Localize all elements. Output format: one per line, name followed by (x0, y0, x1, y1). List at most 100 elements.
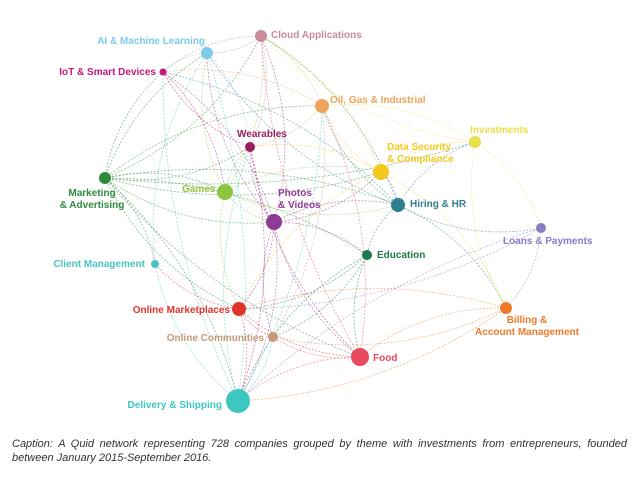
label-iot: IoT & Smart Devices (59, 67, 156, 78)
edge-photos-ai (206, 52, 275, 223)
label-photos: Photos& Videos (278, 188, 321, 211)
edge-iot-games (162, 71, 226, 193)
network-svg: AI & Machine Learning Cloud ApplicationsI… (53, 30, 593, 413)
node-hiring (391, 198, 405, 212)
node-oil (315, 99, 329, 113)
edge-games-photos (224, 191, 275, 223)
edge-food-delivery (237, 356, 361, 402)
edge-marketing-food (104, 177, 361, 358)
node-delivery (226, 389, 250, 413)
label-education: Education (377, 250, 425, 261)
label-loans: Loans & Payments (503, 236, 593, 247)
edge-marketing-investments (104, 141, 476, 185)
edge-photos-wearables (249, 146, 275, 223)
edge-delivery-iot (162, 71, 239, 402)
node-marketing (99, 172, 111, 184)
edge-oil-wearables (249, 105, 323, 148)
label-cloud: Cloud Applications (271, 30, 362, 41)
edge-marketing-wearables (104, 146, 251, 181)
node-billing (500, 302, 512, 314)
edge-marketing-oil (104, 105, 323, 179)
edge-datasec-wearables (249, 144, 382, 173)
edge-billing-communities (272, 307, 507, 346)
edge-hiring-iot (162, 71, 399, 206)
node-communities (268, 332, 278, 342)
edge-cloud-iot (162, 35, 262, 73)
edge-delivery-wearables (223, 146, 251, 402)
edge-investments-oil (321, 103, 476, 143)
label-oil: Oil, Gas & Industrial (330, 95, 426, 106)
edge-hiring-investments (397, 141, 476, 206)
edge-marketing-games (104, 172, 226, 193)
label-ai: AI & Machine Learning (97, 36, 205, 47)
node-games (217, 184, 233, 200)
edge-datasec-billing (380, 171, 507, 309)
edge-marketing-education (104, 177, 368, 256)
label-marketplaces: Online Marketplaces (133, 305, 231, 316)
edge-food-cloud (260, 35, 361, 358)
edge-games-marketplaces (219, 191, 240, 310)
node-datasec (373, 164, 389, 180)
edge-wearables-delivery (237, 146, 265, 402)
label-billing: Billing &Account Management (475, 315, 580, 338)
edge-oil-cloud (260, 35, 323, 107)
edge-education-delivery (237, 254, 368, 402)
node-loans (536, 223, 546, 233)
edge-hiring-datasec (380, 171, 399, 206)
edge-food-oil (321, 105, 366, 358)
edge-marketing-datasec (104, 171, 382, 196)
edge-photos-marketplaces (238, 221, 275, 310)
label-marketing: Marketing& Advertising (60, 188, 125, 211)
label-investments: Investments (470, 125, 529, 136)
edge-photos-communities (262, 221, 275, 338)
edge-games-datasec (224, 165, 382, 193)
edge-investments-loans (474, 141, 542, 229)
label-delivery: Delivery & Shipping (128, 400, 222, 411)
edge-cloud-ai (206, 35, 262, 54)
edge-loans-marketplaces (238, 227, 542, 310)
node-investments (469, 136, 481, 148)
edge-education-communities (272, 254, 368, 338)
edge-photos-cloud (260, 35, 286, 223)
edge-games-ai (201, 52, 226, 193)
edge-investments-billing (471, 141, 507, 309)
node-layer (99, 30, 546, 413)
edge-oil-iot (162, 69, 323, 107)
edge-communities-oil (272, 105, 326, 338)
edge-photos-food (273, 221, 361, 358)
edge-marketing-ai (104, 52, 208, 179)
edge-marketing-client (104, 177, 156, 265)
label-communities: Online Communities (167, 333, 265, 344)
edge-hiring-cloud (260, 35, 399, 206)
label-games: Games (182, 184, 216, 195)
edge-loans-delivery (237, 227, 542, 402)
edge-cloud-wearables (249, 35, 267, 148)
edge-marketing-iot (104, 71, 164, 179)
node-ai (201, 47, 213, 59)
edge-client-ai (152, 52, 208, 265)
node-education (362, 250, 372, 260)
node-iot (159, 68, 167, 76)
edge-food-communities (272, 336, 361, 359)
edge-delivery-ai (206, 52, 246, 402)
node-food (351, 348, 369, 366)
edge-delivery-client (154, 263, 239, 402)
node-photos (266, 214, 282, 230)
edge-marketing-hiring (104, 168, 399, 206)
label-food: Food (373, 353, 397, 364)
edge-photos-education (273, 221, 368, 256)
label-datasec: Data Security& Compliance (387, 142, 454, 165)
label-hiring: Hiring & HR (410, 199, 467, 210)
edge-photos-delivery (237, 221, 278, 402)
figure-caption: Caption: A Quid network representing 728… (12, 438, 627, 464)
edge-wearables-food (249, 146, 361, 358)
label-layer: AI & Machine Learning Cloud ApplicationsI… (53, 30, 593, 411)
edge-marketplaces-client (154, 263, 240, 310)
edge-education-marketplaces (238, 254, 368, 310)
edge-hiring-loans (397, 204, 542, 233)
edge-hiring-education (366, 204, 399, 256)
edge-layer (104, 35, 542, 402)
edge-investments-cloud (260, 35, 476, 143)
edge-datasec-marketplaces (238, 171, 382, 310)
edge-delivery-oil (237, 105, 323, 402)
